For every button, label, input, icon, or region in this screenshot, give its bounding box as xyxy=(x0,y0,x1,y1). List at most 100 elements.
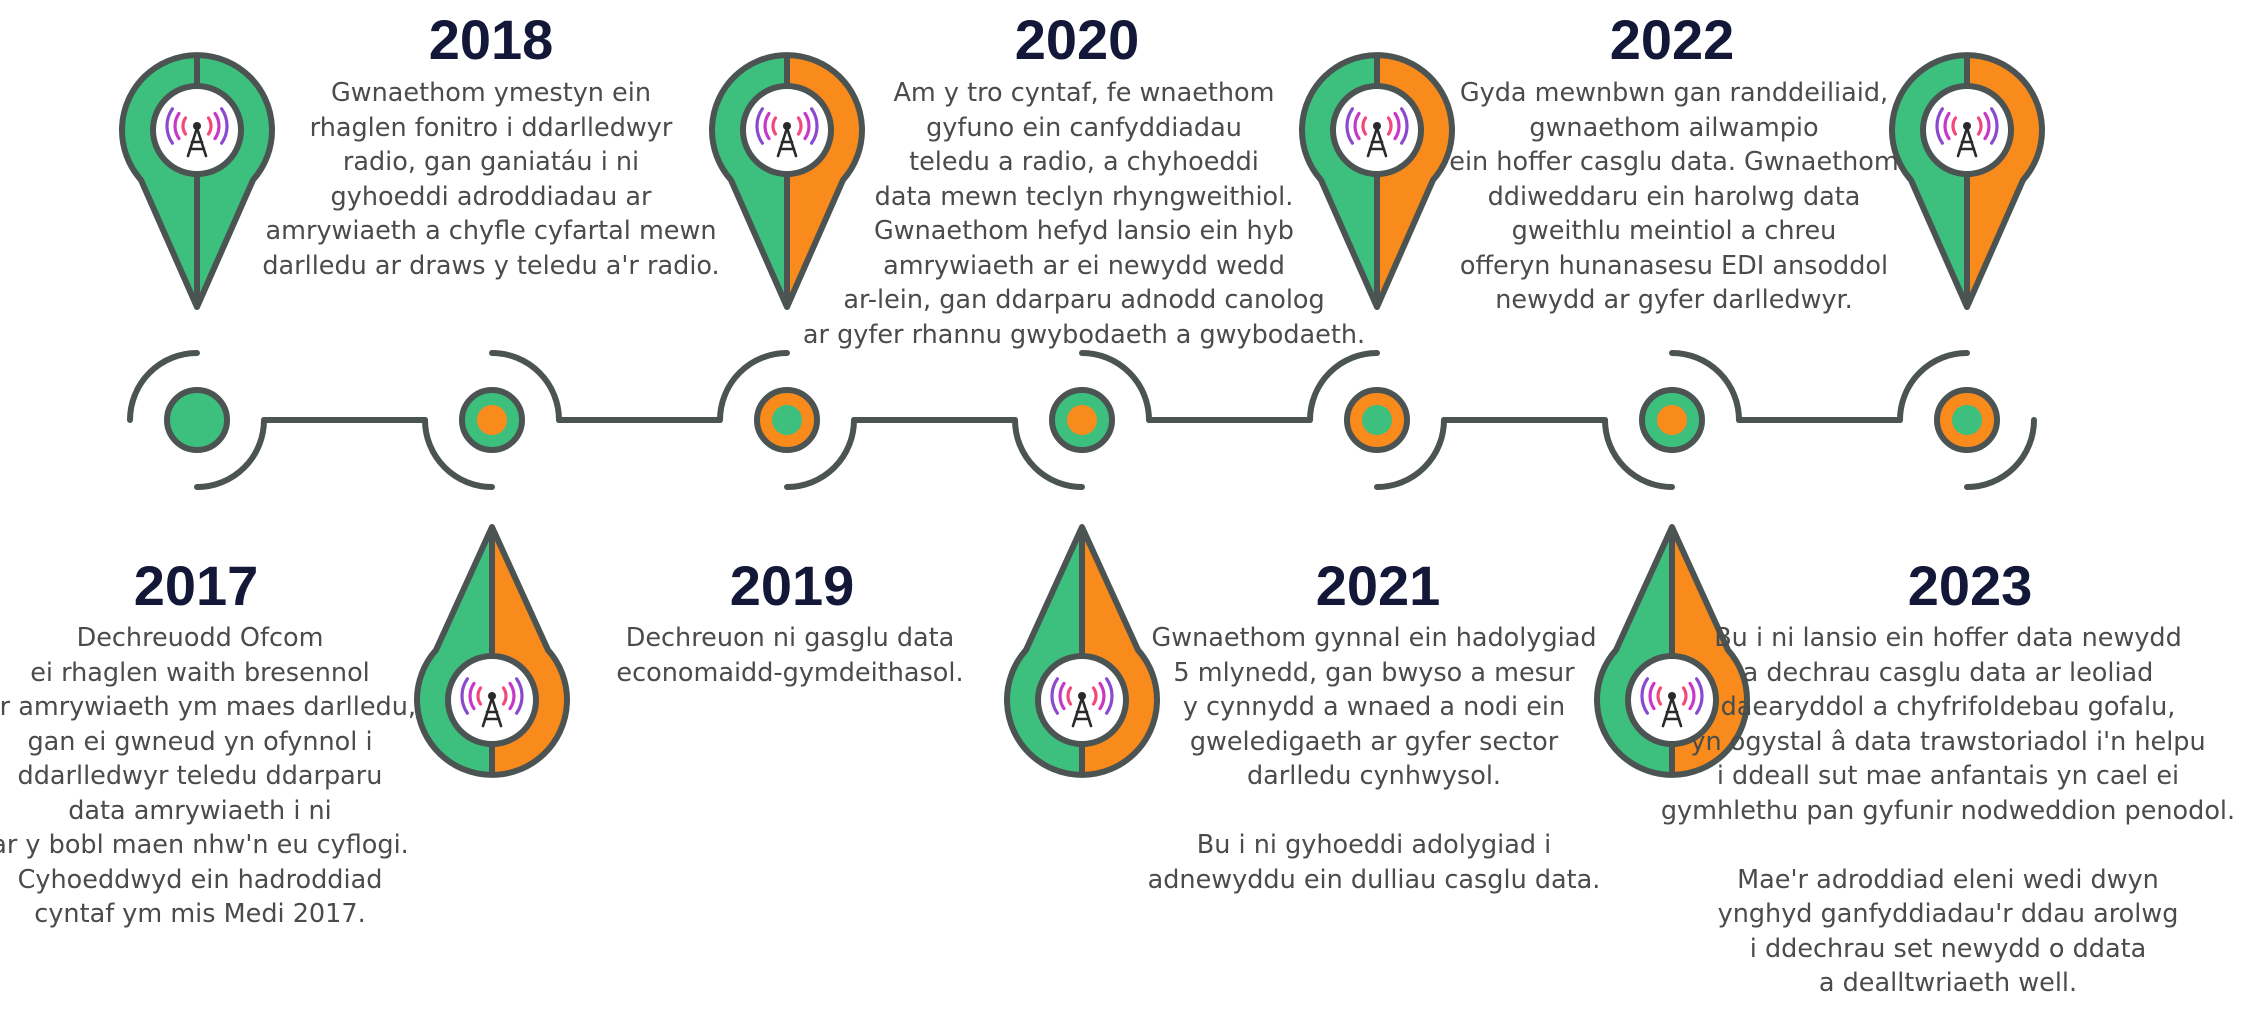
signal-wave-left xyxy=(755,107,764,145)
milestone-description-2021: Gwnaethom gynnal ein hadolygiad 5 mlyned… xyxy=(1147,623,1601,895)
signal-wave-right xyxy=(1681,686,1688,706)
signal-wave-left xyxy=(1353,111,1361,141)
signal-wave-left xyxy=(181,116,188,136)
signal-wave-left xyxy=(1066,686,1073,706)
pin-outline xyxy=(414,524,570,778)
signal-wave-left xyxy=(1648,681,1656,711)
signal-wave-left xyxy=(1951,116,1958,136)
map-pin-2023 xyxy=(1889,52,2045,310)
timeline-dot-2022 xyxy=(1639,387,1705,453)
milestone-description-2018: Gwnaethom ymestyn ein rhaglen fonitro i … xyxy=(262,78,720,281)
timeline-dot-2017 xyxy=(164,387,230,453)
radio-tower-icon xyxy=(150,83,244,177)
year-heading-2018: 2018 xyxy=(428,8,554,71)
signal-wave-left xyxy=(771,116,778,136)
signal-wave-right xyxy=(213,111,221,141)
radio-tower-icon xyxy=(740,83,834,177)
mast-frame xyxy=(186,126,208,158)
mast-frame xyxy=(1661,696,1683,728)
signal-wave-left xyxy=(1050,677,1059,715)
map-pin-2020 xyxy=(1004,524,1160,778)
mast-frame xyxy=(1071,696,1093,728)
signal-wave-right xyxy=(1386,116,1393,136)
milestone-description-2022: Gyda mewnbwn gan randdeiliaid, gwnaethom… xyxy=(1449,78,1899,315)
mast-frame xyxy=(481,696,503,728)
signal-wave-right xyxy=(1990,107,1999,145)
mast-top xyxy=(1668,692,1676,700)
year-heading-2021: 2021 xyxy=(1315,554,1441,617)
signal-wave-right xyxy=(796,116,803,136)
mast-frame xyxy=(776,126,798,158)
signal-wave-left xyxy=(1656,686,1663,706)
year-heading-2020: 2020 xyxy=(1014,8,1140,71)
dot-inner xyxy=(1067,405,1097,435)
map-pin-2017 xyxy=(119,52,275,310)
mast-top xyxy=(1963,122,1971,130)
dot-inner xyxy=(477,405,507,435)
timeline-connectors xyxy=(127,350,2037,490)
signal-wave-left xyxy=(173,111,181,141)
year-heading-2023: 2023 xyxy=(1907,554,2033,617)
timeline-dots xyxy=(164,387,2000,453)
signal-wave-left xyxy=(1943,111,1951,141)
signal-wave-right xyxy=(1393,111,1401,141)
signal-wave-right xyxy=(1091,686,1098,706)
mast-frame xyxy=(1366,126,1388,158)
mast-top xyxy=(1078,692,1086,700)
timeline-arcs xyxy=(127,350,2037,490)
mast-frame xyxy=(1956,126,1978,158)
signal-wave-right xyxy=(508,681,516,711)
signal-wave-right xyxy=(1688,681,1696,711)
signal-wave-right xyxy=(1098,681,1106,711)
signal-wave-right xyxy=(810,107,819,145)
milestone-description-2023: Bu i ni lansio ein hoffer data newydd a … xyxy=(1660,623,2236,998)
signal-wave-left xyxy=(460,677,469,715)
timeline-dot-2019 xyxy=(754,387,820,453)
signal-wave-left xyxy=(1640,677,1649,715)
dot-inner xyxy=(1362,405,1392,435)
timeline-dot-2018 xyxy=(459,387,525,453)
signal-wave-right xyxy=(1983,111,1991,141)
milestone-description-2019: Dechreuon ni gasglu data economaidd-gymd… xyxy=(616,623,964,688)
signal-wave-right xyxy=(220,107,229,145)
signal-wave-left xyxy=(1935,107,1944,145)
pin-outline xyxy=(709,52,865,310)
timeline-dot-2021 xyxy=(1344,387,1410,453)
signal-wave-right xyxy=(1976,116,1983,136)
signal-wave-left xyxy=(476,686,483,706)
mast-top xyxy=(488,692,496,700)
milestone-description-2020: Am y tro cyntaf, fe wnaethom gyfuno ein … xyxy=(802,78,1366,350)
timeline-dot-2023 xyxy=(1934,387,2000,453)
signal-wave-right xyxy=(1105,677,1114,715)
year-heading-2019: 2019 xyxy=(729,554,855,617)
signal-wave-right xyxy=(1695,677,1704,715)
signal-wave-left xyxy=(763,111,771,141)
milestone-description-2017: Dechreuodd Ofcom ei rhaglen waith bresen… xyxy=(0,623,416,929)
pin-outline xyxy=(1299,52,1455,310)
radio-tower-icon xyxy=(1035,653,1129,747)
pin-outline xyxy=(1004,524,1160,778)
radio-tower-icon xyxy=(1625,653,1719,747)
signal-wave-right xyxy=(1400,107,1409,145)
signal-wave-left xyxy=(468,681,476,711)
timeline-dot-2020 xyxy=(1049,387,1115,453)
year-heading-2022: 2022 xyxy=(1609,8,1735,71)
signal-wave-left xyxy=(1361,116,1368,136)
signal-wave-right xyxy=(515,677,524,715)
dot-inner xyxy=(1952,405,1982,435)
signal-wave-left xyxy=(1345,107,1354,145)
mast-top xyxy=(1373,122,1381,130)
signal-wave-left xyxy=(1058,681,1066,711)
mast-top xyxy=(193,122,201,130)
mast-top xyxy=(783,122,791,130)
pin-outline xyxy=(1594,524,1750,778)
pin-outline xyxy=(1889,52,2045,310)
radio-tower-icon xyxy=(445,653,539,747)
map-pin-2018 xyxy=(414,524,570,778)
radio-tower-icon xyxy=(1920,83,2014,177)
radio-tower-icon xyxy=(1330,83,1424,177)
dot-inner xyxy=(772,405,802,435)
signal-wave-right xyxy=(803,111,811,141)
pin-outline xyxy=(119,52,275,310)
